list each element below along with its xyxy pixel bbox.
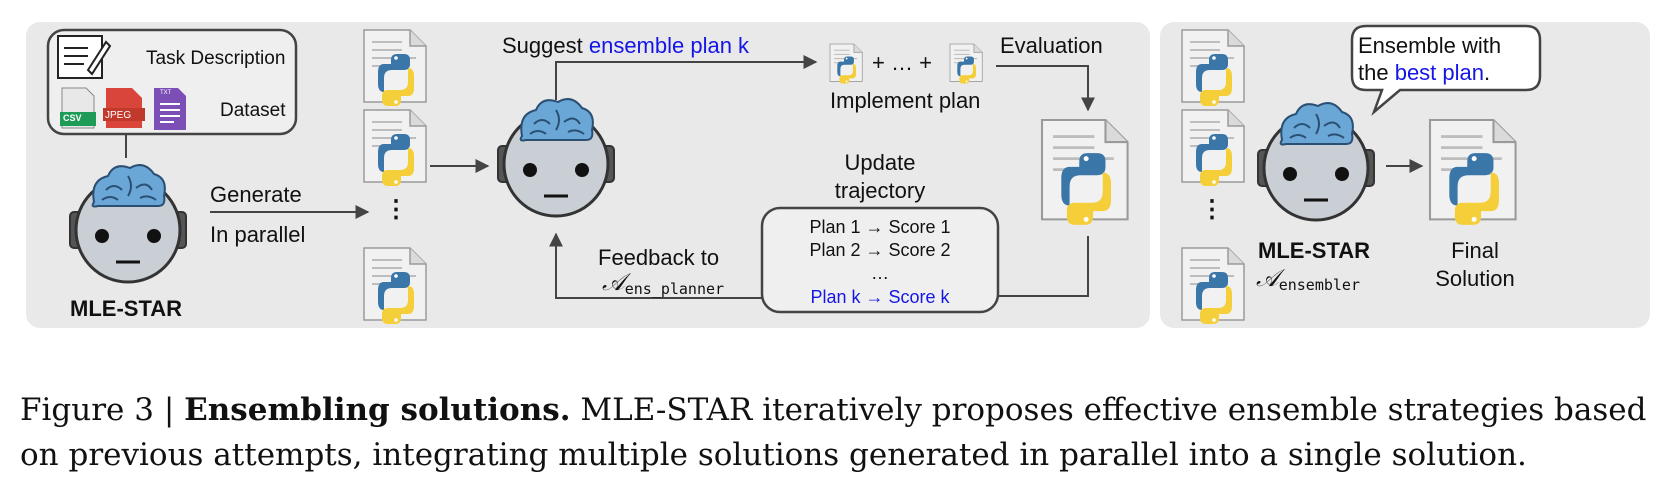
implement-plan-label: Implement plan (830, 88, 981, 113)
suggest-label: Suggest ensemble plan k (502, 35, 749, 57)
feedback-label: Feedback to (598, 245, 720, 270)
planner-symbol-letter: 𝒜 (602, 268, 625, 296)
evaluation-arrow (996, 65, 1095, 112)
solution-label: Solution (1435, 266, 1515, 291)
ensembler-symbol: 𝒜ensembler (1256, 266, 1360, 293)
planner-subscript: ens_planner (624, 280, 725, 298)
ensembler-symbol-letter: 𝒜 (1256, 264, 1279, 292)
trajectory-item: Plan 2 → Score 2 (809, 240, 951, 260)
suggest-prefix: Suggest (502, 33, 589, 58)
ensembling-figure: Task Description Dataset CSV JPEG TXT ML… (26, 22, 1650, 328)
python-candidate-icon (829, 43, 863, 85)
csv-label: CSV (63, 113, 82, 123)
suggest-arrow (555, 55, 818, 100)
ensembler-subscript: ensembler (1278, 276, 1360, 294)
trajectory-item-highlight: Plan k → Score k (810, 287, 950, 307)
speech-line2: the best plan. (1358, 62, 1490, 84)
txt-label: TXT (160, 90, 172, 96)
solutions-ellipsis: ⋮ (1200, 196, 1224, 223)
python-candidate-icon (949, 43, 983, 85)
python-solution-icon (1181, 29, 1245, 107)
right-panel (1160, 22, 1650, 328)
jpeg-file-icon (103, 88, 145, 128)
python-solution-icon (363, 247, 427, 325)
python-solution-icon (363, 29, 427, 107)
final-label: Final (1451, 238, 1499, 263)
caption-body: MLE-STAR iteratively proposes effective … (20, 392, 1647, 473)
python-solution-icon (363, 109, 427, 187)
python-solution-icon (1181, 247, 1245, 325)
figure-graphics (26, 22, 1650, 328)
jpeg-label: JPEG (105, 110, 132, 121)
txt-file-icon (154, 88, 186, 130)
evaluation-label: Evaluation (1000, 33, 1103, 58)
mle-star-label: MLE-STAR (70, 296, 183, 321)
python-solution-icon (1181, 109, 1245, 187)
in-parallel-label: In parallel (210, 222, 306, 247)
figure-number: Figure 3 | (20, 392, 185, 428)
python-final-solution-icon (1428, 118, 1517, 227)
speech-suffix: . (1484, 60, 1491, 85)
update-connector (998, 236, 1089, 297)
planner-symbol: 𝒜ens_planner (602, 270, 724, 297)
best-plan-text: best plan (1394, 60, 1484, 85)
trajectory-label: trajectory (834, 178, 926, 203)
speech-bubble (1350, 24, 1542, 116)
mle-star-ensembler-label: MLE-STAR (1258, 238, 1371, 263)
update-label: Update (844, 150, 916, 175)
generate-label: Generate (210, 182, 302, 207)
python-ensemble-result-icon (1040, 118, 1129, 227)
caption-title: Ensembling solutions. (184, 392, 571, 428)
trajectory-item: … (871, 263, 889, 283)
feedback-arrow (549, 232, 762, 299)
trajectory-item: Plan 1 → Score 1 (809, 217, 951, 237)
figure-caption: Figure 3 | Ensembling solutions. MLE-STA… (20, 388, 1650, 478)
notepad-icon (57, 35, 112, 79)
task-description-label: Task Description (146, 48, 286, 69)
speech-line1: Ensemble with (1358, 33, 1502, 58)
plus-ellipsis-label: + … + (872, 50, 932, 75)
csv-file-icon (60, 87, 96, 129)
solutions-ellipsis: ⋮ (384, 196, 408, 223)
dataset-label: Dataset (220, 100, 286, 121)
trajectory-box (760, 206, 1000, 314)
ensemble-plan-k: ensemble plan k (588, 33, 750, 58)
speech-prefix: the (1358, 60, 1395, 85)
